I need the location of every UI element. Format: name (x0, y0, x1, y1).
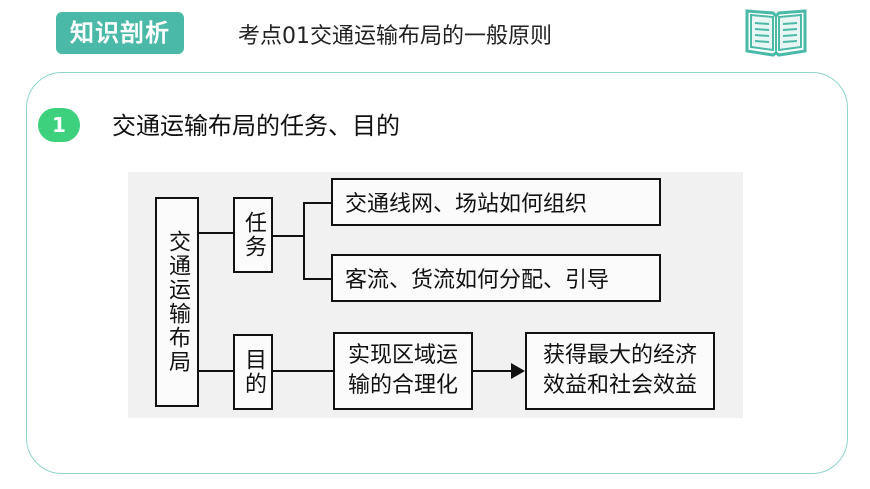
connector (199, 232, 233, 234)
section-heading: 交通运输布局的任务、目的 (112, 112, 400, 140)
section-tag: 知识剖析 (56, 12, 184, 54)
page-title: 考点01交通运输布局的一般原则 (238, 24, 552, 49)
connector (303, 202, 305, 279)
connector (273, 235, 303, 237)
task-item: 客流、货流如何分配、引导 (331, 254, 661, 302)
connector (303, 278, 333, 280)
goal-step-line: 输的合理化 (347, 373, 458, 398)
goal-result-box: 获得最大的经济 效益和社会效益 (525, 332, 715, 410)
arrow-head-icon (511, 363, 525, 379)
goal-step-box: 实现区域运 输的合理化 (333, 332, 473, 410)
task-item: 交通线网、场站如何组织 (331, 178, 661, 226)
book-icon (745, 9, 807, 57)
section-number-badge: 1 (38, 108, 80, 142)
goal-result-line: 获得最大的经济 (542, 343, 697, 368)
arrow-line (473, 370, 513, 372)
connector (273, 370, 333, 372)
goal-box: 目的 (233, 334, 273, 410)
concept-diagram: 交通运输布局 任务 目的 交通线网、场站如何组织 客流、货流如何分配、引导 实现… (128, 172, 743, 418)
goal-step-line: 实现区域运 (347, 343, 458, 368)
task-box: 任务 (233, 197, 273, 273)
goal-result-line: 效益和社会效益 (542, 373, 697, 398)
connector (303, 202, 333, 204)
connector (199, 370, 233, 372)
root-box: 交通运输布局 (155, 197, 199, 407)
